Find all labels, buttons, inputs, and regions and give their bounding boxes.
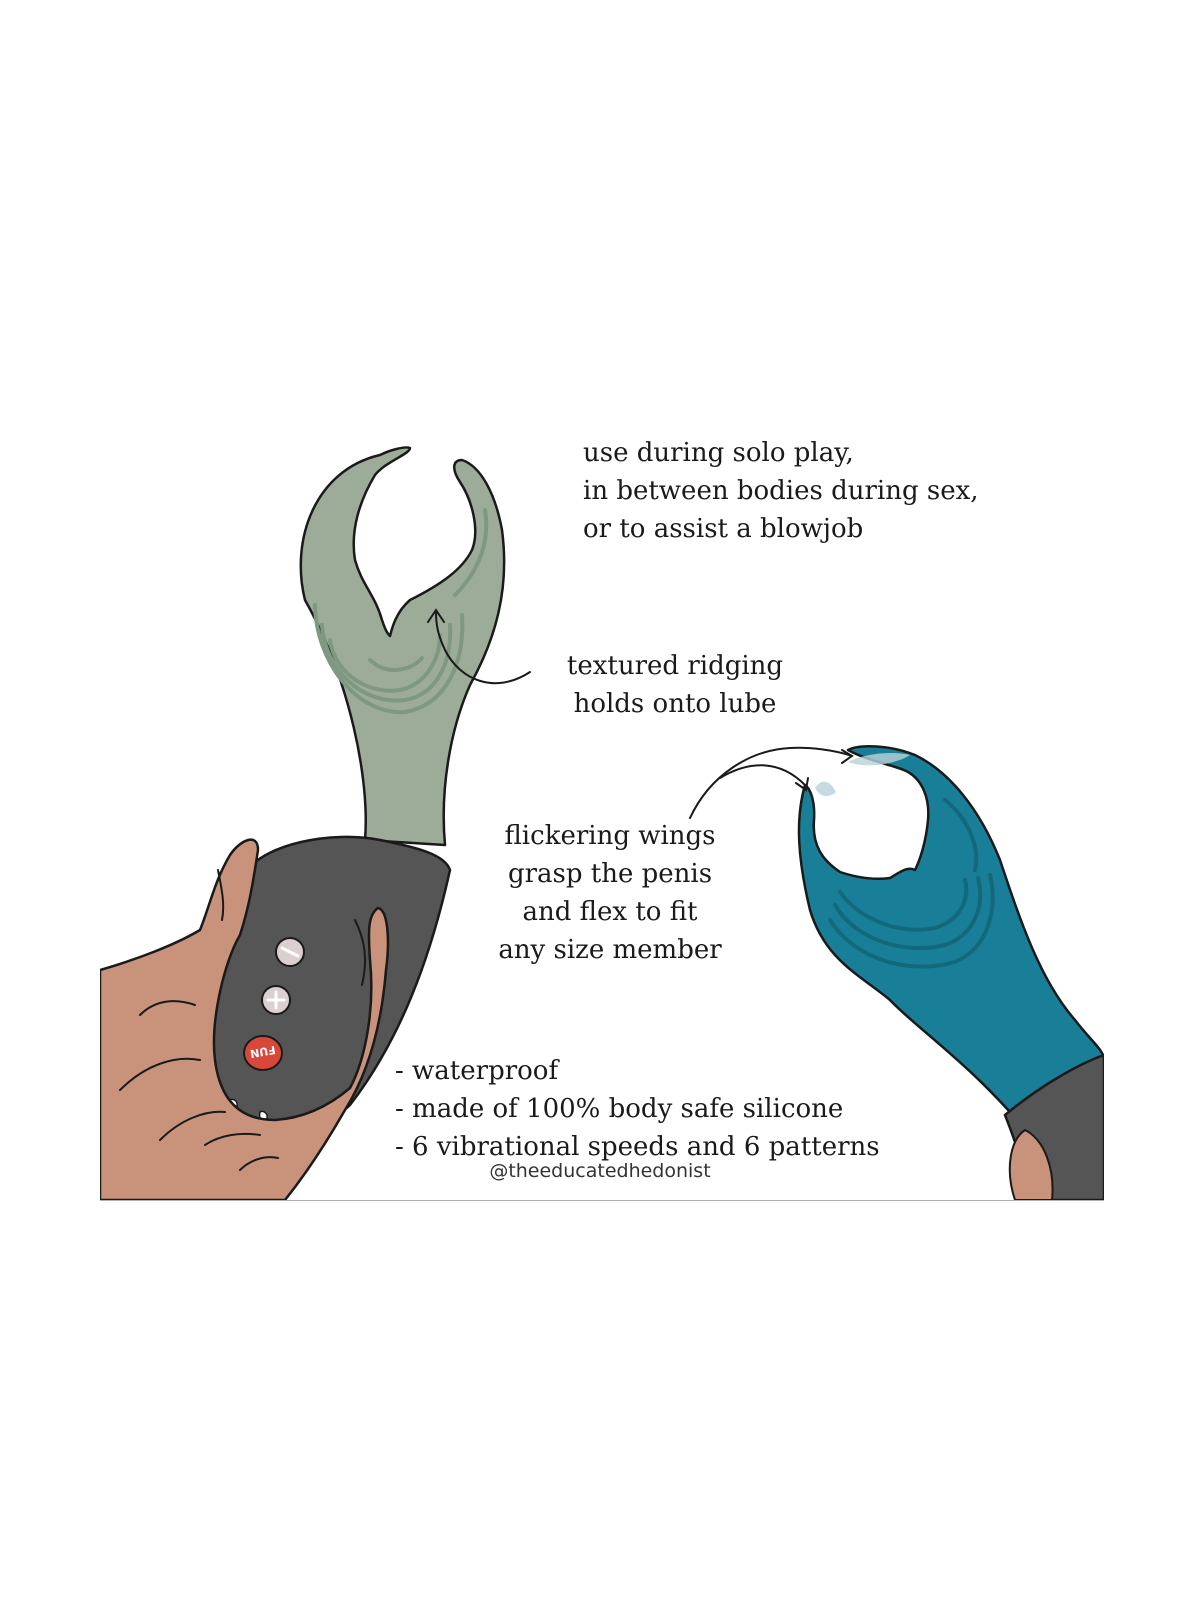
minus-icon [280,946,300,958]
ridging-line: textured ridging [566,651,784,681]
wings-line: flickering wings [504,821,716,851]
teal-device-body [797,745,1104,1150]
curved-arrow-icon [435,611,531,685]
wings-line: grasp the penis [507,859,713,889]
wings-line: and flex to fit [522,897,698,927]
product-illustration: FUN [100,446,1104,1200]
left-hand-with-device: FUN [100,446,506,1200]
feature-item: - waterproof [395,1056,559,1086]
sage-ridging [313,508,489,715]
usage-line: use during solo play, [583,438,854,468]
left-hand [100,838,390,1200]
teal-ridging [828,798,995,969]
wings-line: any size member [498,935,722,965]
plus-button[interactable] [261,985,291,1015]
author-credit: @theeducatedhedonist [489,1160,711,1182]
wings-arrows [689,746,854,819]
minus-button[interactable] [275,937,305,967]
wings-caption: flickering wings grasp the penis and fle… [460,817,760,969]
right-fingertip [1008,1128,1054,1200]
ridging-line: holds onto lube [573,689,777,719]
usage-line: or to assist a blowjob [583,514,864,544]
usage-line: in between bodies during sex, [583,476,979,506]
feature-item: - made of 100% body safe silicone [395,1094,844,1124]
usage-caption: use during solo play, in between bodies … [583,434,979,548]
ridging-arrow [427,608,531,685]
sage-device-head [299,446,506,847]
illustration-panel: FUN [100,400,1104,1201]
hand-creases [119,869,367,1171]
plus-icon [266,990,286,1010]
wing-motion-marks [815,752,910,797]
ridging-caption: textured ridging holds onto lube [540,647,810,723]
features-list: - waterproof - made of 100% body safe si… [395,1052,880,1166]
fun-button[interactable]: FUN [243,1035,283,1071]
feature-item: - 6 vibrational speeds and 6 patterns [395,1132,880,1162]
fun-button-label: FUN [249,1043,277,1060]
right-teal-device [797,745,1104,1200]
